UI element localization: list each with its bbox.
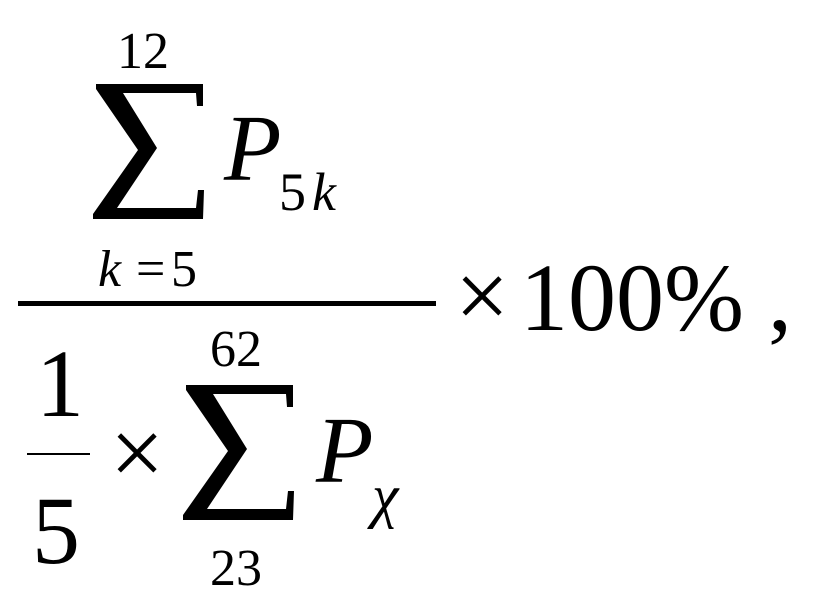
denominator-sum-lower-limit: 23 [210,540,262,597]
denominator-sigma-icon [183,385,294,520]
numerator-term-p: P [224,97,282,201]
numerator-term-subscript-variable: k [312,162,336,222]
numerator-sum-lower-value: 5 [171,241,197,298]
numerator-sum-upper-limit: 12 [117,23,169,80]
trailing-comma: , [768,244,792,351]
denominator-sum-upper-limit: 62 [210,321,262,378]
denominator-coef-denominator: 5 [32,477,80,584]
coefficient-fraction-bar [27,453,90,455]
denominator-term-p: P [316,399,374,503]
main-fraction-bar [18,301,436,306]
denominator-coef-numerator: 1 [36,330,84,437]
numerator-sum-lower-variable: k [98,241,122,298]
multiplier-percent: 100% [520,244,744,351]
numerator-term-subscript-number: 5 [279,162,306,222]
numerator-sum-lower-equals: = [136,241,166,298]
numerator-sigma-icon [93,84,204,219]
denominator-times-sign: × [110,399,165,506]
denominator-term-subscript-chi: χ [372,463,399,529]
times-sign: × [455,242,510,349]
